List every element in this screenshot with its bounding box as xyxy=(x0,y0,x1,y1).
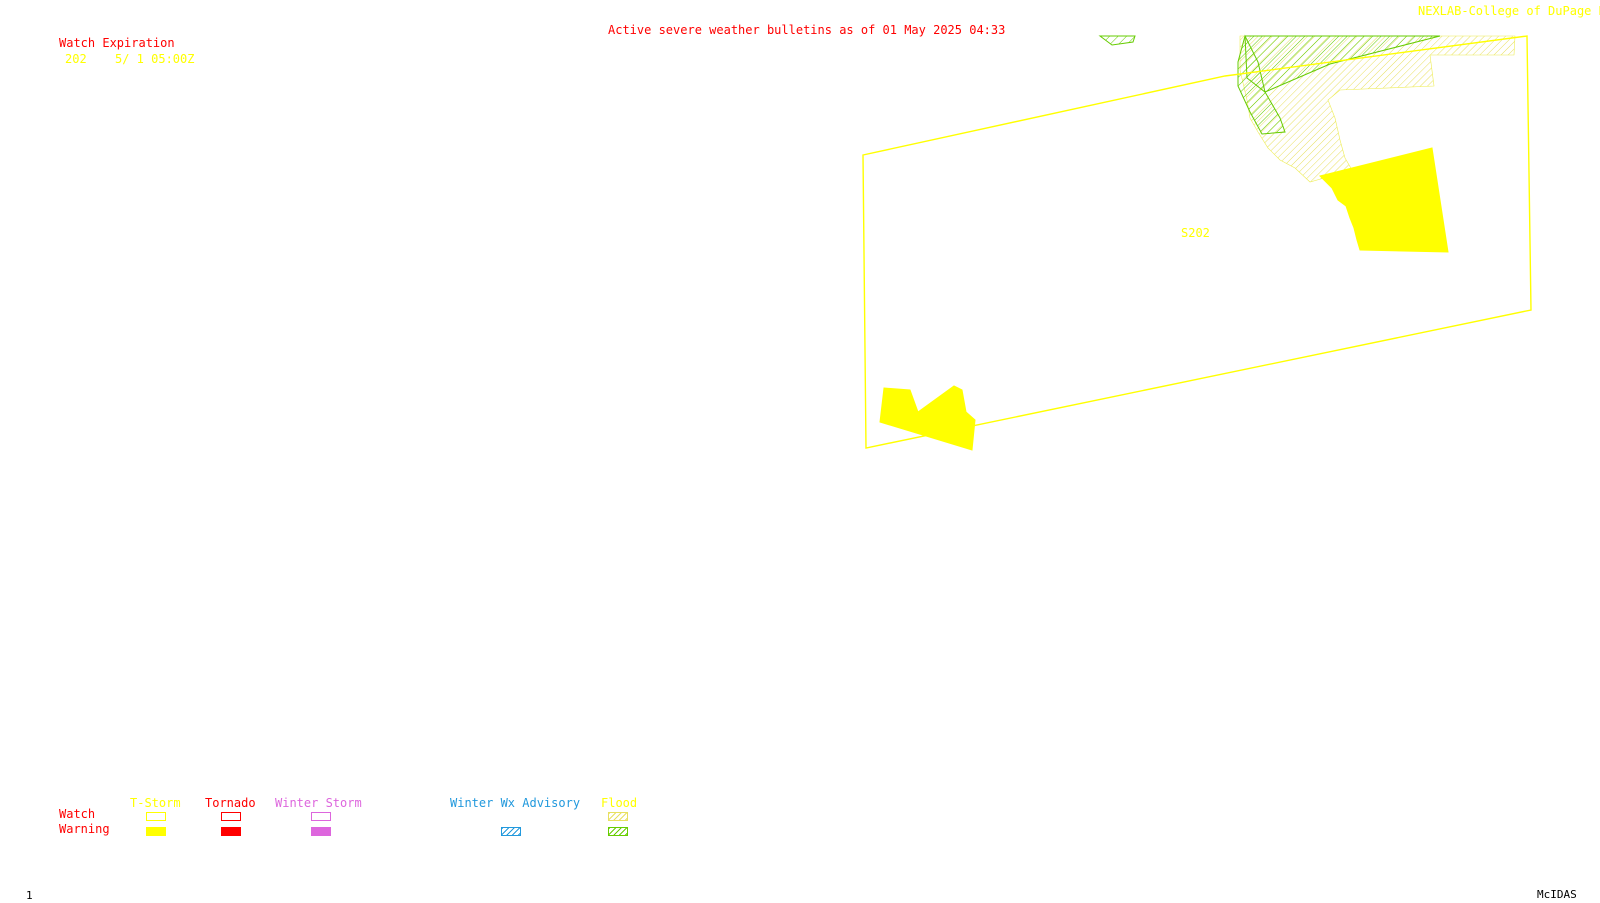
tstorm-warning-area-west xyxy=(879,385,976,451)
flood-warning-area-small-top xyxy=(1098,35,1136,46)
tstorm-warning-area-east xyxy=(1319,147,1449,253)
legend-tornado-watch-swatch xyxy=(221,812,241,821)
legend-winter-storm-label: Winter Storm xyxy=(275,796,362,810)
software-label: McIDAS xyxy=(1537,888,1577,901)
legend-tornado-warning-swatch xyxy=(221,827,241,836)
legend-winter-storm-warning-swatch xyxy=(311,827,331,836)
legend-winter-advisory-label: Winter Wx Advisory xyxy=(450,796,581,810)
legend-row-warning: Warning xyxy=(59,822,110,836)
legend-flood-label: Flood xyxy=(601,796,638,810)
bulletin-title: Active severe weather bulletins as of 01… xyxy=(608,23,1006,37)
credit-label: NEXLAB-College of DuPage R xyxy=(1418,4,1600,18)
legend-tornado-label: Tornado xyxy=(205,796,256,810)
watch-expiration-time: 5/ 1 05:00Z xyxy=(115,52,195,66)
tstorm-watch-202-outline xyxy=(862,35,1532,449)
legend-row-watch: Watch xyxy=(59,807,96,821)
watch-number: 202 xyxy=(65,52,87,66)
legend-tstorm-label: T-Storm xyxy=(130,796,181,810)
legend-flood-watch-swatch xyxy=(608,812,628,821)
watch-box-label: S202 xyxy=(1181,226,1210,240)
legend-tstorm-warning-swatch xyxy=(146,827,166,836)
legend-winter-storm-watch-swatch xyxy=(311,812,331,821)
legend-flood-warning-swatch xyxy=(608,827,628,836)
legend-winter-advisory-swatch xyxy=(501,827,521,836)
legend-tstorm-watch-swatch xyxy=(146,812,166,821)
frame-number: 1 xyxy=(26,889,33,902)
watch-expiration-heading: Watch Expiration xyxy=(59,36,175,50)
